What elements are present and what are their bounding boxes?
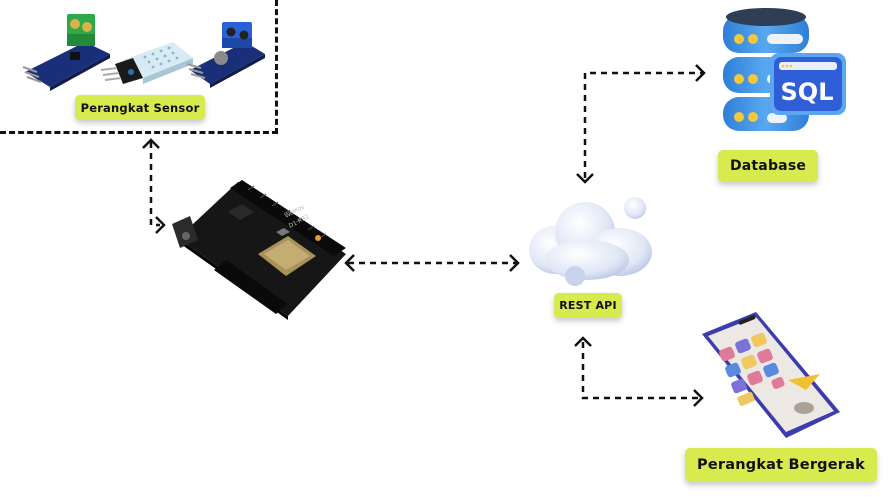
sql-badge: SQL — [781, 78, 834, 106]
connector-api-database — [583, 71, 702, 178]
database-label: Database — [718, 150, 818, 182]
connector-sensors-mcu — [149, 142, 160, 227]
mobile-label: Perangkat Bergerak — [685, 448, 877, 482]
humidity-sensor-icon — [100, 42, 193, 84]
api-label: REST API — [554, 293, 622, 318]
microcontroller-board: WeMos D1 R32 — [172, 180, 346, 320]
sensor-group — [0, 0, 278, 134]
voltage-sensor-icon — [186, 22, 265, 88]
sensor-devices — [22, 14, 265, 91]
arrowhead-right-icon — [695, 64, 706, 82]
arrowhead-up-icon — [142, 138, 160, 149]
cloud-icon — [529, 197, 652, 286]
connector-api-mobile — [581, 342, 700, 400]
sensor-label: Perangkat Sensor — [75, 95, 205, 120]
arrowhead-right-icon — [509, 254, 520, 272]
arrowhead-up-icon — [574, 336, 592, 347]
mobile-phone-icon — [702, 312, 840, 438]
arrowhead-right-icon — [155, 216, 166, 234]
database-icon: SQL — [723, 8, 846, 131]
arrowhead-down-icon — [576, 173, 594, 184]
current-sensor-icon — [22, 14, 110, 91]
